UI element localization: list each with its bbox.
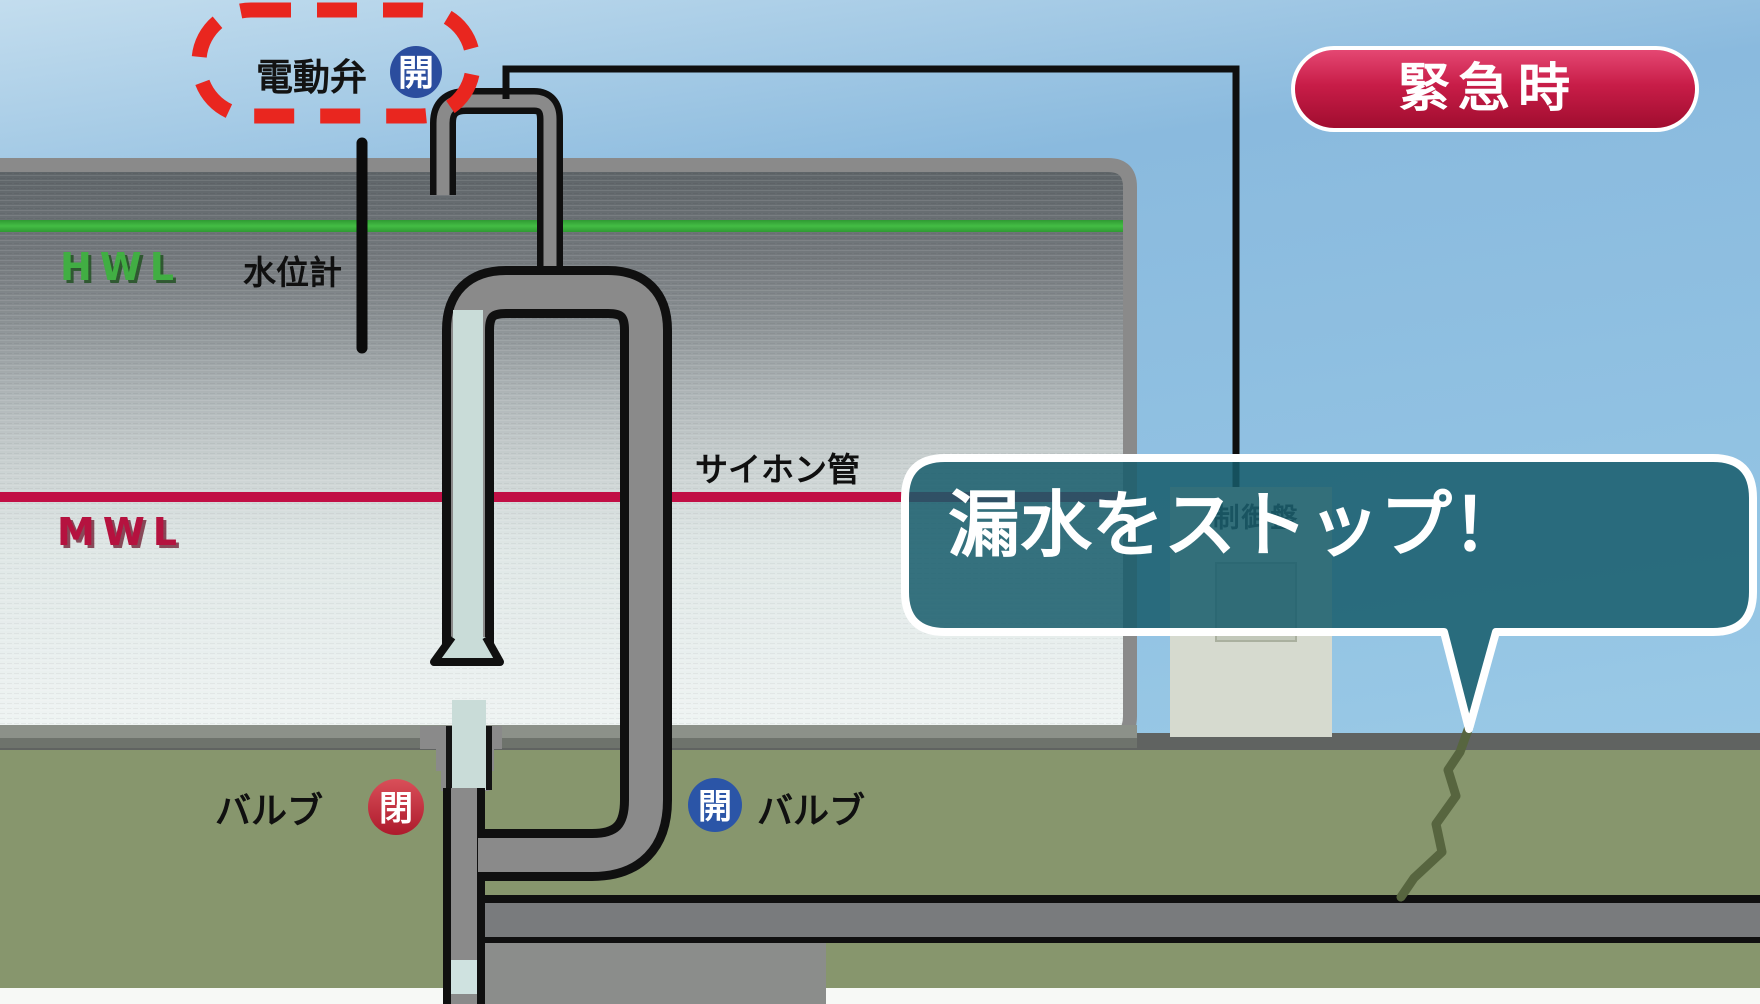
hwl-label: HWL	[60, 245, 182, 289]
down-pipe	[443, 788, 485, 1004]
dashed-highlight-ring	[191, 2, 481, 124]
bell-mouth	[430, 634, 504, 666]
ground	[0, 733, 1760, 1004]
tank-floor	[0, 725, 1137, 738]
electric-valve-callout: 電動弁 開	[191, 2, 481, 124]
valve-labels: バルブ 閉 開 バルブ	[215, 778, 865, 835]
siphon-pipe	[430, 88, 672, 881]
valve-closed-icon	[368, 779, 424, 835]
electric-valve-state: 開	[398, 53, 434, 94]
valve-left-state: 閉	[379, 789, 413, 829]
down-pipe-water	[451, 960, 477, 994]
siphon-label: サイホン管	[695, 450, 860, 489]
valve-open-icon-2	[688, 778, 742, 832]
valve-right-label: バルブ	[757, 790, 865, 832]
speech-bubble-text: 漏水をストップ！	[948, 483, 1524, 567]
valve-open-icon	[390, 46, 442, 98]
valve-right-state: 開	[698, 787, 732, 827]
ground-crack	[1396, 722, 1474, 902]
discharge-pipe	[480, 895, 1760, 1004]
emergency-badge: 緊急時	[1291, 46, 1699, 132]
speech-bubble: 漏水をストップ！	[901, 454, 1757, 733]
mwl-label-shadow: MWL	[60, 513, 188, 557]
electric-valve-label: 電動弁	[256, 56, 367, 99]
water-level-labels: HWL HWL MWL MWL	[57, 245, 188, 557]
hwl-label-shadow: HWL	[63, 248, 185, 292]
pipe-junction-pit	[483, 943, 826, 1004]
outlet-water	[452, 700, 486, 790]
gauge-label: 水位計	[243, 253, 342, 292]
mwl-label: MWL	[57, 510, 185, 554]
control-wire	[502, 65, 1240, 489]
valve-left-label: バルブ	[215, 790, 323, 832]
emergency-badge-label: 緊急時	[1398, 59, 1578, 119]
mwl-line	[0, 492, 1123, 502]
tank-outlet	[420, 700, 502, 791]
siphon-vent-pipe	[430, 88, 563, 292]
